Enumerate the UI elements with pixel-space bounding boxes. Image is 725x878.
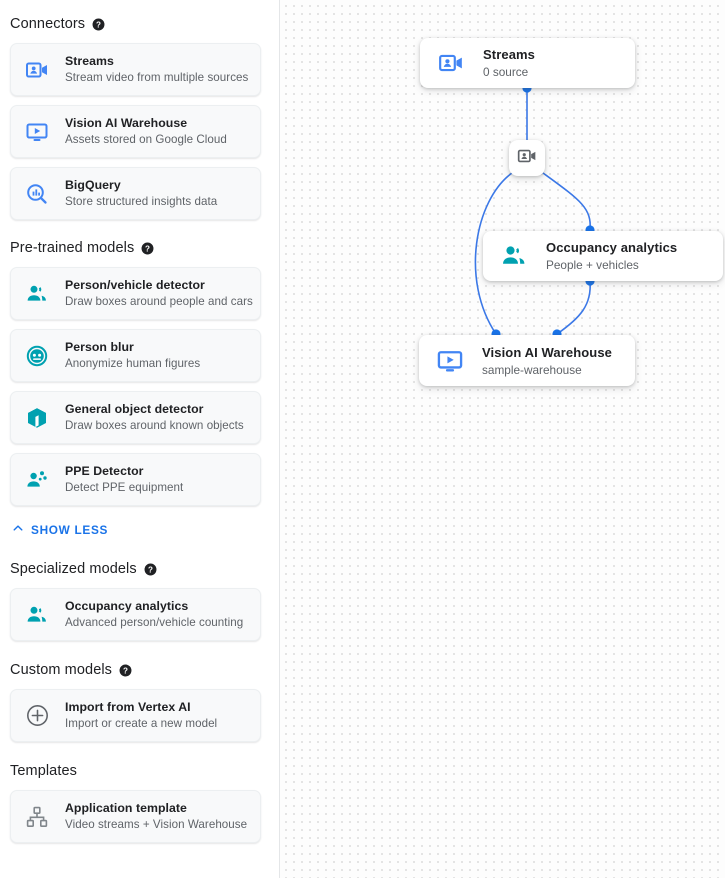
graph-node-text: Streams 0 source bbox=[483, 46, 535, 80]
graph-node-subtitle: People + vehicles bbox=[546, 258, 639, 272]
people-group-icon bbox=[499, 241, 529, 271]
palette-card-text: Vision AI Warehouse Assets stored on Goo… bbox=[65, 115, 227, 148]
palette-card-subtitle: Draw boxes around people and cars bbox=[65, 295, 253, 308]
graph-node-title: Streams bbox=[483, 47, 536, 62]
palette-card-person-vehicle-detector[interactable]: Person/vehicle detector Draw boxes aroun… bbox=[10, 267, 261, 320]
palette-card-subtitle: Draw boxes around known objects bbox=[65, 419, 244, 432]
palette-card-text: BigQuery Store structured insights data bbox=[65, 177, 217, 210]
graph-canvas[interactable]: Streams 0 source Occupancy analytics Peo… bbox=[280, 0, 725, 878]
palette-card-application-template[interactable]: Application template Video streams + Vis… bbox=[10, 790, 261, 843]
palette-card-subtitle: Anonymize human figures bbox=[65, 357, 201, 370]
palette-card-title: PPE Detector bbox=[65, 464, 144, 478]
show-less-label: SHOW LESS bbox=[31, 523, 109, 537]
people-group-icon bbox=[24, 281, 50, 307]
palette-card-text: Application template Video streams + Vis… bbox=[65, 800, 247, 833]
graph-node-occupancy-analytics[interactable]: Occupancy analytics People + vehicles bbox=[483, 231, 723, 281]
monitor-play-icon bbox=[24, 119, 50, 145]
section-title: Pre-trained models bbox=[10, 240, 135, 256]
graph-node-subtitle: sample-warehouse bbox=[482, 362, 582, 377]
graph-node-subtitle: 0 source bbox=[483, 65, 529, 79]
svg-text:?: ? bbox=[96, 20, 101, 29]
palette-card-person-blur[interactable]: Person blur Anonymize human figures bbox=[10, 329, 261, 382]
palette-card-subtitle: Assets stored on Google Cloud bbox=[65, 133, 227, 146]
section-title: Custom models bbox=[10, 662, 113, 678]
palette-card-title: Person blur bbox=[65, 340, 134, 354]
palette-card-subtitle: Store structured insights data bbox=[65, 195, 218, 208]
palette-card-title: General object detector bbox=[65, 402, 204, 416]
palette-card-bigquery[interactable]: BigQuery Store structured insights data bbox=[10, 167, 261, 220]
person-helmet-icon bbox=[24, 467, 50, 493]
section-header-connectors: Connectors ? bbox=[0, 13, 279, 35]
palette-card-title: Person/vehicle detector bbox=[65, 278, 205, 292]
palette-card-text: Person/vehicle detector Draw boxes aroun… bbox=[65, 277, 253, 310]
section-header-pretrained-models: Pre-trained models ? bbox=[0, 237, 279, 259]
palette-card-ppe-detector[interactable]: PPE Detector Detect PPE equipment bbox=[10, 453, 261, 506]
palette-card-subtitle: Video streams + Vision Warehouse bbox=[65, 818, 248, 831]
palette-card-subtitle: Import or create a new model bbox=[65, 717, 218, 730]
svg-text:?: ? bbox=[123, 666, 128, 675]
palette-card-text: PPE Detector Detect PPE equipment bbox=[65, 463, 183, 496]
palette-card-title: Vision AI Warehouse bbox=[65, 116, 188, 130]
help-circle-icon[interactable]: ? bbox=[141, 242, 154, 255]
graph-edges bbox=[474, 83, 595, 339]
graph-node-stream-connector[interactable] bbox=[509, 140, 545, 176]
component-palette-sidebar[interactable]: Connectors ? Streams Stream video from m… bbox=[0, 0, 280, 878]
people-group-icon bbox=[24, 602, 50, 628]
help-circle-icon[interactable]: ? bbox=[119, 664, 132, 677]
video-camera-person-icon bbox=[436, 48, 466, 78]
palette-card-subtitle: Advanced person/vehicle counting bbox=[65, 616, 244, 629]
svg-text:?: ? bbox=[145, 244, 150, 253]
cube-box-icon bbox=[24, 405, 50, 431]
section-title: Specialized models bbox=[10, 561, 137, 577]
plus-circle-icon bbox=[24, 703, 50, 729]
help-circle-icon[interactable]: ? bbox=[92, 18, 105, 31]
video-camera-person-icon bbox=[517, 146, 537, 171]
palette-card-subtitle: Stream video from multiple sources bbox=[65, 71, 249, 84]
chevron-up-icon bbox=[11, 521, 25, 540]
graph-node-title: Vision AI Warehouse bbox=[482, 344, 613, 360]
palette-card-import-from-vertex-ai[interactable]: Import from Vertex AI Import or create a… bbox=[10, 689, 261, 742]
video-camera-person-icon bbox=[24, 57, 50, 83]
palette-card-text: General object detector Draw boxes aroun… bbox=[65, 401, 244, 434]
graph-node-text: Vision AI Warehouse sample-warehouse bbox=[482, 344, 612, 378]
graph-node-title: Occupancy analytics bbox=[546, 240, 678, 255]
section-header-templates: Templates bbox=[0, 760, 279, 782]
section-header-specialized-models: Specialized models ? bbox=[0, 558, 279, 580]
section-title: Connectors bbox=[10, 16, 86, 32]
monitor-play-icon bbox=[435, 346, 465, 376]
palette-card-title: Application template bbox=[65, 801, 187, 815]
svg-text:?: ? bbox=[148, 565, 153, 574]
palette-card-title: Streams bbox=[65, 54, 114, 68]
show-less-button[interactable]: SHOW LESS bbox=[0, 520, 279, 540]
palette-card-text: Occupancy analytics Advanced person/vehi… bbox=[65, 598, 243, 631]
section-title: Templates bbox=[10, 763, 77, 779]
graph-node-text: Occupancy analytics People + vehicles bbox=[546, 239, 677, 273]
section-header-custom-models: Custom models ? bbox=[0, 659, 279, 681]
palette-card-general-object-detector[interactable]: General object detector Draw boxes aroun… bbox=[10, 391, 261, 444]
palette-card-vision-ai-warehouse[interactable]: Vision AI Warehouse Assets stored on Goo… bbox=[10, 105, 261, 158]
palette-card-occupancy-analytics[interactable]: Occupancy analytics Advanced person/vehi… bbox=[10, 588, 261, 641]
palette-card-title: Import from Vertex AI bbox=[65, 700, 191, 714]
palette-card-text: Person blur Anonymize human figures bbox=[65, 339, 200, 372]
graph-node-streams[interactable]: Streams 0 source bbox=[420, 38, 635, 88]
palette-card-text: Streams Stream video from multiple sourc… bbox=[65, 53, 248, 86]
magnifier-bars-icon bbox=[24, 181, 50, 207]
palette-card-title: BigQuery bbox=[65, 178, 121, 192]
graph-node-vision-ai-warehouse[interactable]: Vision AI Warehouse sample-warehouse bbox=[419, 335, 635, 386]
face-blur-icon bbox=[24, 343, 50, 369]
palette-card-title: Occupancy analytics bbox=[65, 599, 189, 613]
palette-card-streams[interactable]: Streams Stream video from multiple sourc… bbox=[10, 43, 261, 96]
palette-card-text: Import from Vertex AI Import or create a… bbox=[65, 699, 217, 732]
help-circle-icon[interactable]: ? bbox=[144, 563, 157, 576]
palette-card-subtitle: Detect PPE equipment bbox=[65, 481, 184, 494]
hierarchy-icon bbox=[24, 804, 50, 830]
